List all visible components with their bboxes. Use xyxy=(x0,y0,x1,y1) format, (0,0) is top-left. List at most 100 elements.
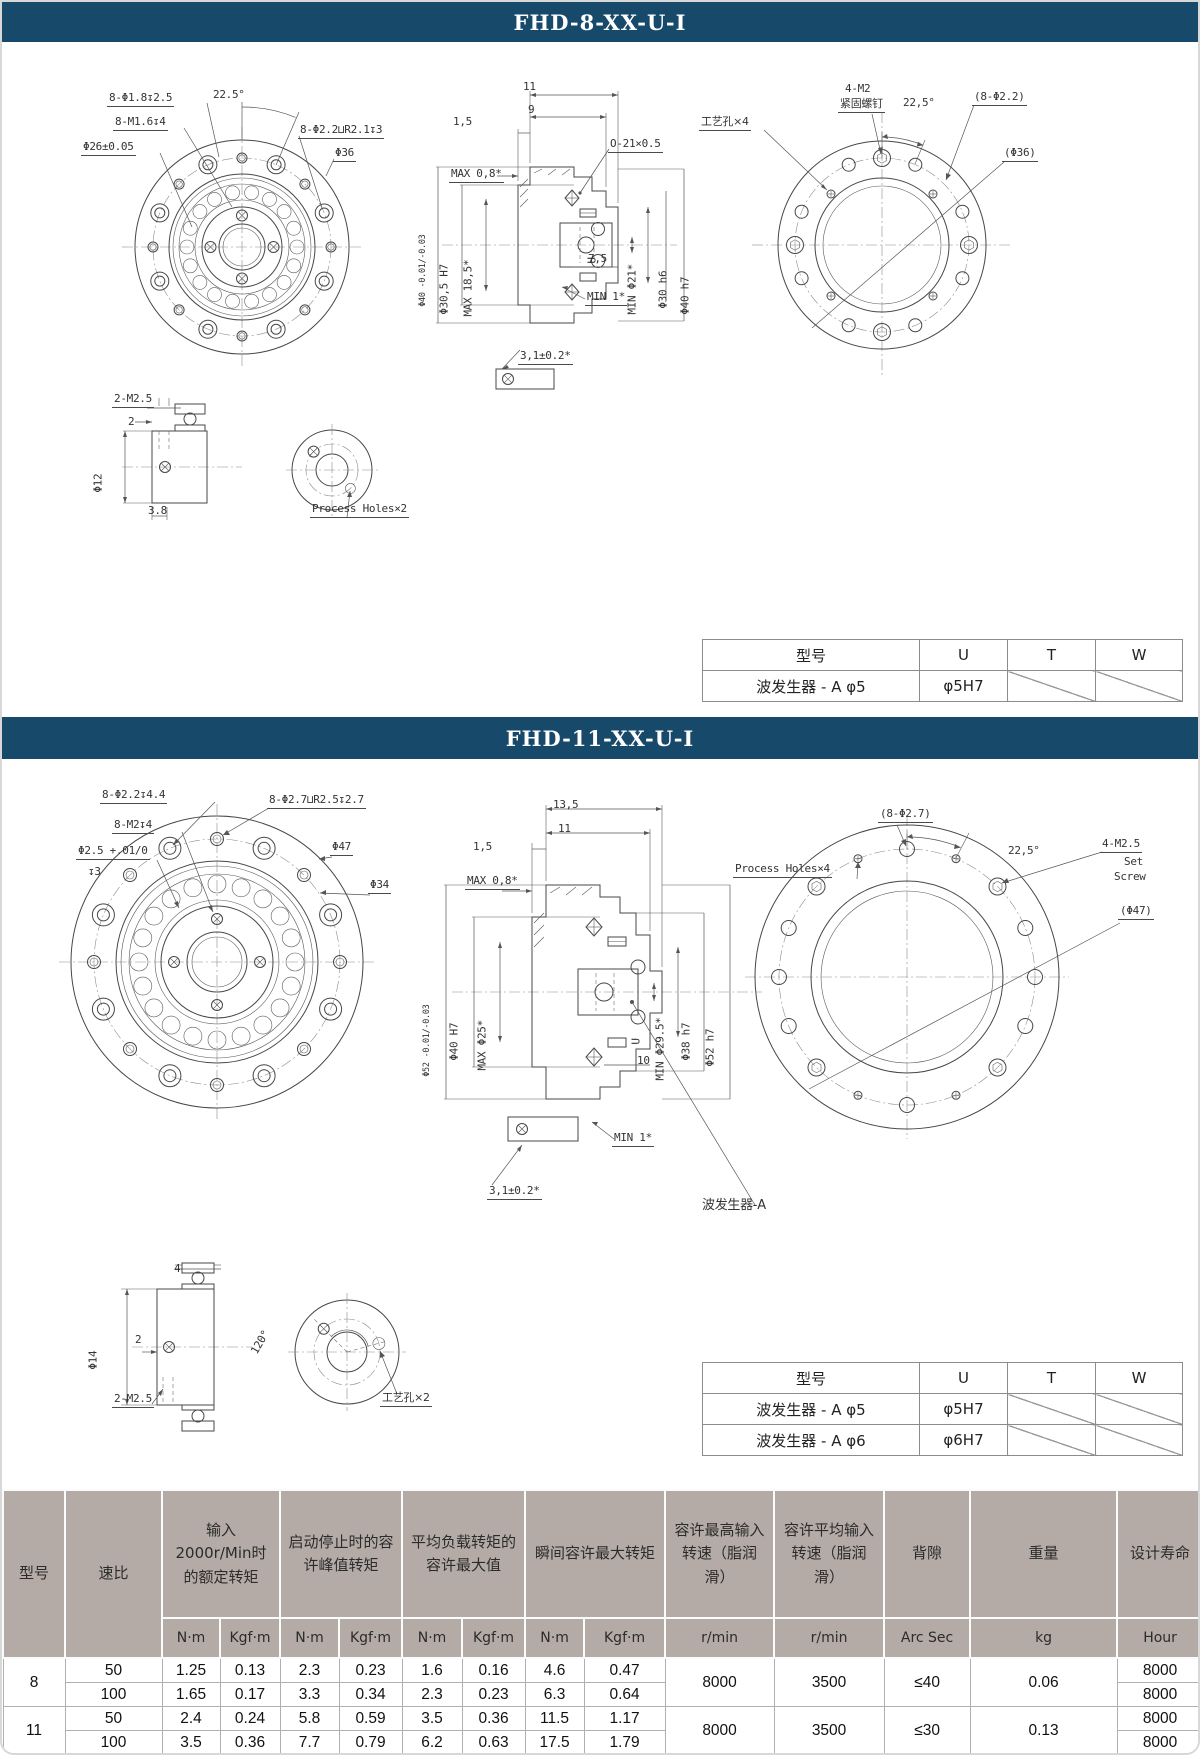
set-screw-label: 紧固螺钉 xyxy=(838,97,885,113)
dim-label: 2 xyxy=(128,415,135,428)
dim-label: O-21×0.5 xyxy=(608,137,663,153)
cell-value: 0.16 xyxy=(461,1657,526,1683)
spec-data-row: 8 50 1.25 0.13 2.3 0.23 1.6 0.16 4.6 0.4… xyxy=(2,1657,1198,1707)
cell-model: 8 xyxy=(2,1657,66,1707)
dim-label: 4 xyxy=(174,1262,181,1275)
cell-avg-speed: 3500 xyxy=(773,1657,885,1707)
dim-label: 8-M1.6↧4 xyxy=(113,115,168,131)
dim-label: 11 xyxy=(523,80,536,93)
section2-title-bar: FHD-11-XX-U-I xyxy=(2,717,1198,759)
s1-row-name: 波发生器 - A φ5 xyxy=(702,670,920,702)
dim-label: MIN Φ21* xyxy=(625,264,639,315)
dim-label: 13,5 xyxy=(553,798,579,811)
cell-value: 1.17 xyxy=(583,1706,666,1731)
cell-value: 0.24 xyxy=(219,1706,281,1731)
unit-hour: Hour xyxy=(1116,1617,1198,1659)
spec-data-row: 11 50 2.4 0.24 5.8 0.59 3.5 0.36 11.5 1.… xyxy=(2,1706,1198,1753)
cell-value: 0.17 xyxy=(219,1682,281,1707)
dim-label: Φ12 xyxy=(91,473,105,493)
dim-label: 1,5 xyxy=(473,840,492,853)
dim-label: MIN Φ29.5* xyxy=(653,1017,667,1081)
cell-value: 0.36 xyxy=(219,1730,281,1753)
spec-header-rated-torque: 输入2000r/Min时的额定转矩 xyxy=(160,1489,282,1619)
s2-table-row: 波发生器 - A φ6 φ6H7 xyxy=(702,1424,1183,1456)
s2-front-view-drawing xyxy=(59,801,375,1120)
s1-cross-section-drawing xyxy=(436,91,685,390)
dim-label: 11 xyxy=(558,822,571,835)
process-holes-label: Process Holes×2 xyxy=(310,502,409,518)
dim-label: 8-Φ2.2⊔R2.1↧3 xyxy=(298,123,385,139)
dim-label: 22,5° xyxy=(1008,844,1040,857)
dim-label: 22,5° xyxy=(903,96,935,109)
s1-front-view-drawing xyxy=(122,102,362,367)
s2-detail-drawing xyxy=(121,1262,406,1432)
dim-label: 22.5° xyxy=(213,88,245,101)
s2-wave-generator-table: 型号 U T W 波发生器 - A φ5 φ5H7 波发生器 - A φ6 φ6… xyxy=(702,1362,1183,1456)
unit-kgfm: Kgf·m xyxy=(338,1617,404,1659)
dim-label: 3,1±0.2* xyxy=(487,1184,542,1200)
dim-label: MAX Φ25* xyxy=(475,1020,489,1071)
cell-value: 0.23 xyxy=(338,1657,403,1683)
s2-th-t: T xyxy=(1007,1362,1096,1394)
wave-generator-label: 波发生器-A xyxy=(702,1198,766,1213)
cell-life: 8000 xyxy=(1116,1706,1198,1731)
dim-label: U xyxy=(629,1038,643,1045)
cell-value: 0.79 xyxy=(338,1730,403,1753)
s2-cross-section-drawing xyxy=(444,805,762,1206)
spec-header-backlash: 背隙 xyxy=(883,1489,972,1619)
spec-data-row: 100 3.5 0.36 7.7 0.79 6.2 0.63 17.5 1.79… xyxy=(3,1730,1198,1753)
unit-kgfm: Kgf·m xyxy=(583,1617,667,1659)
spec-header-max-input-speed: 容许最高输入转速（脂润滑） xyxy=(664,1489,776,1619)
dim-label: Φ40 h7 xyxy=(678,276,692,315)
s1-th-model: 型号 xyxy=(702,639,920,671)
unit-nm: N·m xyxy=(279,1617,341,1659)
cell-model: 11 xyxy=(2,1706,66,1753)
s2-row2-name: 波发生器 - A φ6 xyxy=(702,1424,920,1456)
dim-label: 9 xyxy=(528,103,535,116)
cell-value: 2.4 xyxy=(161,1706,221,1731)
process-holes-label: 工艺孔×2 xyxy=(380,1391,432,1407)
dim-label: 4-M2 xyxy=(845,82,871,95)
cell-life: 8000 xyxy=(1116,1730,1198,1753)
unit-nm: N·m xyxy=(524,1617,586,1659)
s2-th-w: W xyxy=(1095,1362,1183,1394)
cell-value: 1.65 xyxy=(161,1682,221,1707)
dim-label: Φ52 h7 xyxy=(703,1028,717,1067)
spec-header-ratio: 速比 xyxy=(64,1489,163,1659)
spec-header-model: 型号 xyxy=(2,1489,66,1659)
dim-label: Φ34 xyxy=(368,878,391,894)
s1-detail-drawing xyxy=(122,398,378,520)
cell-value: 0.34 xyxy=(338,1682,403,1707)
set-screw-label: 4-M2.5 xyxy=(1100,837,1142,853)
s2-th-u: U xyxy=(919,1362,1008,1394)
unit-rmin: r/min xyxy=(773,1617,886,1659)
dim-label: Φ52 -0.01/-0.03 xyxy=(422,1004,433,1077)
dim-label: Φ40 H7 xyxy=(447,1022,461,1061)
s2-row1-t-blank xyxy=(1007,1393,1096,1425)
s2-th-model: 型号 xyxy=(702,1362,920,1394)
dim-label: Φ30,5 H7 xyxy=(437,264,451,315)
dim-label: Φ14 xyxy=(86,1350,100,1370)
unit-arcsec: Arc Sec xyxy=(883,1617,972,1659)
s1-row-w-blank xyxy=(1095,670,1183,702)
dim-label: Φ38 h7 xyxy=(679,1022,693,1061)
cell-value: 3.5 xyxy=(161,1730,221,1753)
dim-label: (8-Φ2.2) xyxy=(972,90,1027,106)
dim-label: (Φ36) xyxy=(1002,146,1038,162)
cell-value: 3.3 xyxy=(279,1682,340,1707)
cell-value: 17.5 xyxy=(524,1730,585,1753)
cell-value: 1.6 xyxy=(401,1657,463,1683)
spec-header-weight: 重量 xyxy=(969,1489,1119,1619)
dim-label: ↧3 xyxy=(88,865,101,878)
s2-table-row: 波发生器 - A φ5 φ5H7 xyxy=(702,1393,1183,1425)
s1-table-header-row: 型号 U T W xyxy=(702,639,1183,671)
dim-label: 1,5 xyxy=(453,115,472,128)
s2-row2-w-blank xyxy=(1095,1424,1183,1456)
s1-row-t-blank xyxy=(1007,670,1096,702)
unit-kgfm: Kgf·m xyxy=(218,1617,282,1659)
cell-value: 1.79 xyxy=(583,1730,666,1753)
cell-backlash: ≤30 xyxy=(883,1706,971,1753)
section2-title: FHD-11-XX-U-I xyxy=(505,725,695,751)
s1-table-row: 波发生器 - A φ5 φ5H7 xyxy=(702,670,1183,702)
dim-label: 3.8 xyxy=(148,504,167,517)
